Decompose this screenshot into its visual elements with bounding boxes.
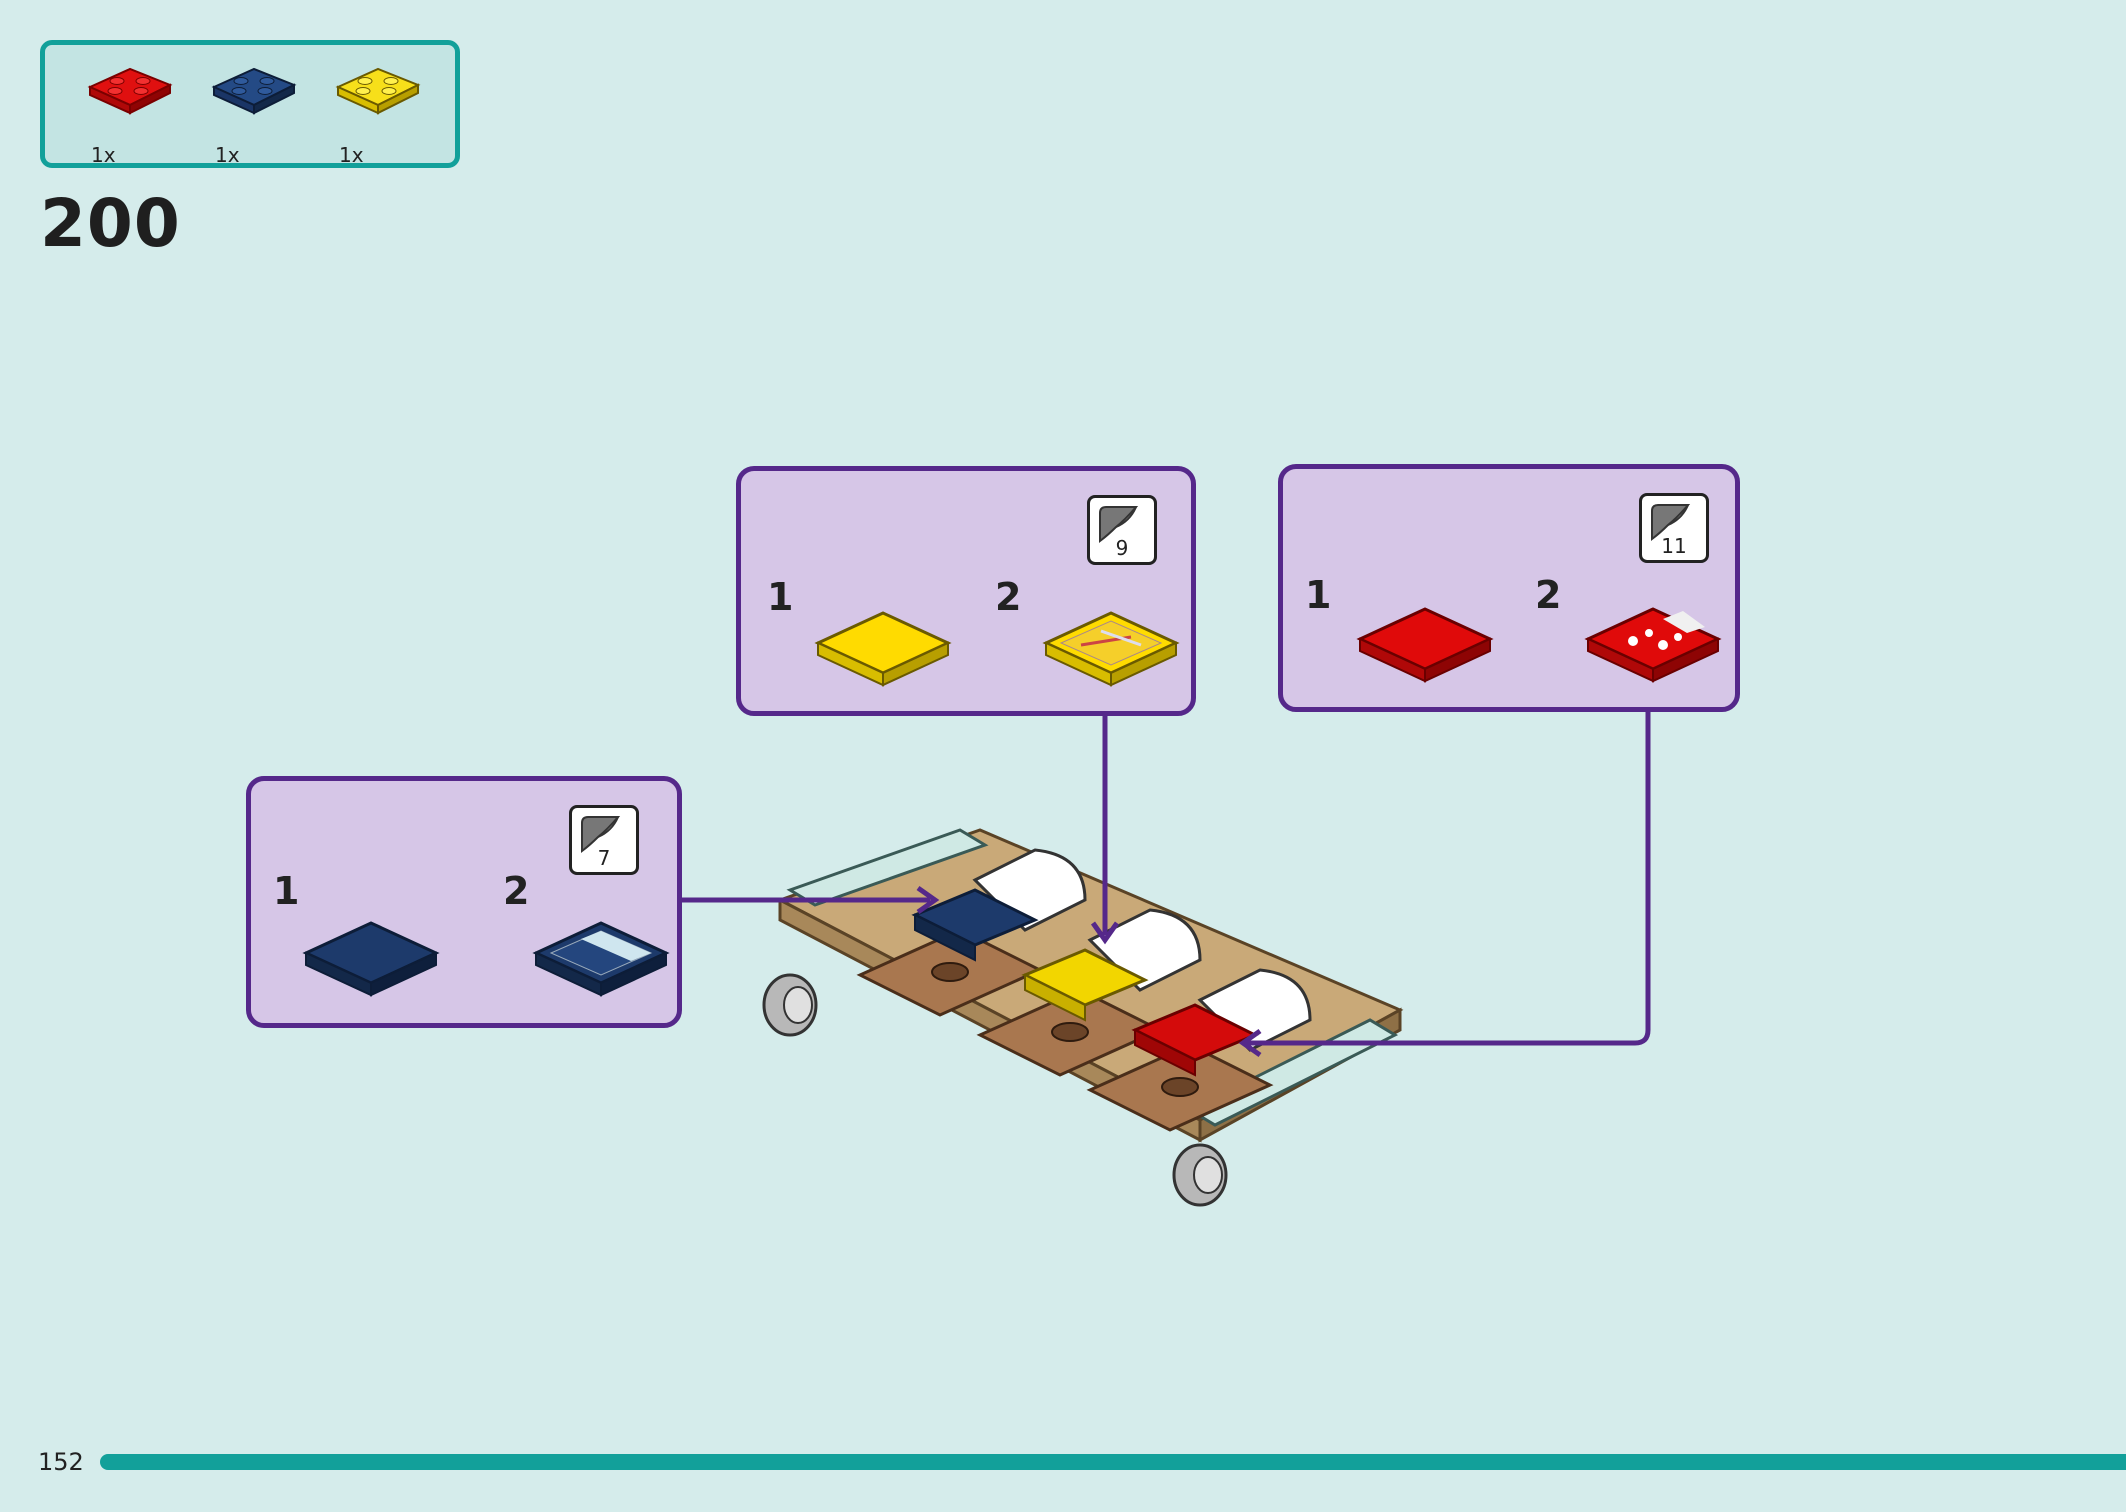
substep-2-number: 2	[995, 575, 1022, 619]
page-number: 152	[38, 1448, 84, 1476]
blue-plate-qty: 1x	[215, 143, 240, 167]
sticker-marker: 9	[1087, 495, 1157, 565]
parts-list-box: 1x 1x 1x	[40, 40, 460, 168]
sticker-number: 9	[1115, 536, 1129, 560]
blue-tile-sticker	[532, 921, 670, 997]
sticker-number: 11	[1661, 534, 1687, 558]
model-base	[762, 828, 1404, 1207]
substep-1-number: 1	[1305, 573, 1332, 617]
red-plate-part: 1x	[85, 59, 185, 167]
callout-blue-tile: 1 2 7	[246, 776, 682, 1028]
connector-arrows	[682, 712, 1651, 1058]
red-tile-sticker	[1584, 607, 1722, 683]
sticker-number: 7	[597, 846, 611, 870]
yellow-plate-part: 1x	[333, 59, 433, 167]
yellow-tile-sticker	[1042, 611, 1180, 687]
yellow-tile-plain	[814, 611, 952, 687]
sticker-marker: 11	[1639, 493, 1709, 563]
step-number: 200	[40, 185, 181, 262]
substep-1-number: 1	[767, 575, 794, 619]
blue-tile-plain	[302, 921, 440, 997]
red-tile-plain	[1356, 607, 1494, 683]
yellow-plate-qty: 1x	[339, 143, 364, 167]
red-plate-qty: 1x	[91, 143, 116, 167]
blue-plate-part: 1x	[209, 59, 309, 167]
substep-1-number: 1	[273, 869, 300, 913]
callout-red-tile: 1 2 11	[1278, 464, 1740, 712]
sticker-marker: 7	[569, 805, 639, 875]
substep-2-number: 2	[503, 869, 530, 913]
substep-2-number: 2	[1535, 573, 1562, 617]
progress-bar	[100, 1454, 2126, 1470]
callout-yellow-tile: 1 2 9	[736, 466, 1196, 716]
